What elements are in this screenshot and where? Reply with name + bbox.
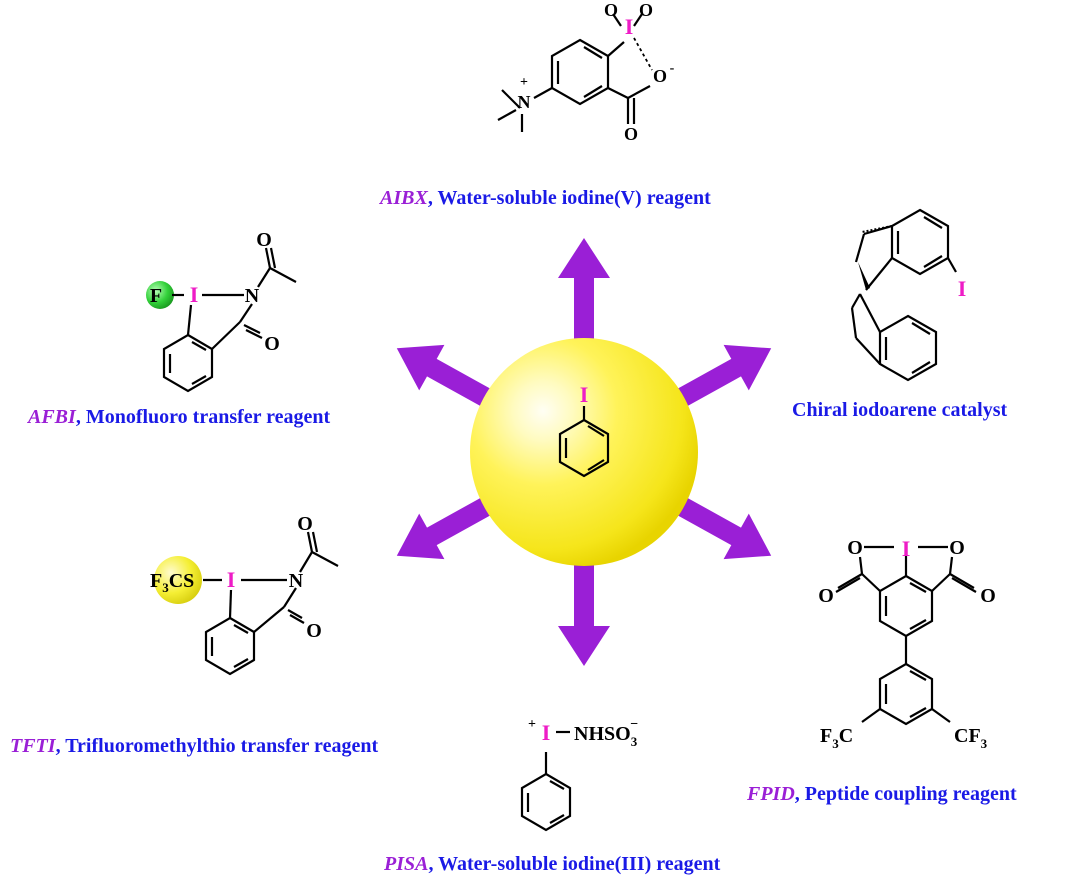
arrows — [396, 238, 772, 666]
afbi-oxygen-1: O — [264, 333, 280, 355]
caption-tfti-comma: , — [55, 735, 66, 757]
tfti-iodine: I — [227, 567, 236, 592]
arrow-lower-left — [396, 491, 502, 560]
caption-fpid-desc: Peptide coupling reagent — [804, 783, 1017, 805]
aibx-oxygen-1: O — [604, 0, 618, 20]
aibx-nitrogen: N — [518, 92, 531, 112]
arrow-down — [558, 552, 610, 666]
afbi-fluorine: F — [150, 285, 162, 307]
tfti-oxygen-2: O — [297, 513, 313, 535]
arrow-up — [558, 238, 610, 352]
caption-afbi-abbr: AFBI — [28, 406, 76, 428]
fluoro-ball — [146, 281, 174, 309]
aibx-oxygen-carbonyl: O — [624, 124, 638, 144]
aibx-oxygen-2: O — [639, 0, 653, 20]
arrow-upper-right — [666, 344, 772, 413]
fpid-oxygen-3: O — [818, 585, 834, 607]
caption-afbi-comma: , — [75, 406, 86, 428]
caption-tfti: TFTI, Trifluoromethylthio transfer reage… — [10, 734, 378, 758]
scf3-ball — [154, 556, 202, 604]
sphere-ball — [470, 338, 698, 566]
tfti-nitrogen: N — [289, 570, 304, 592]
fpid-f3c-label: F3C — [820, 725, 853, 751]
afbi-oxygen-2: O — [256, 229, 272, 251]
afbi-structure: F I N O O — [146, 229, 297, 393]
afbi-nitrogen: N — [245, 285, 260, 307]
caption-aibx-abbr: AIBX — [380, 187, 428, 209]
caption-tfti-abbr: TFTI — [10, 735, 56, 757]
tfti-scf3-label: F3CS — [150, 570, 194, 595]
iodobenzene-center — [558, 406, 610, 478]
arrow-lower-right — [666, 491, 772, 560]
aibx-plus-sign: + — [520, 75, 528, 90]
aibx-minus-sign: - — [670, 61, 675, 76]
caption-pisa: PISA, Water-soluble iodine(III) reagent — [384, 852, 720, 876]
caption-fpid-comma: , — [794, 783, 805, 805]
caption-aibx: AIBX, Water-soluble iodine(V) reagent — [380, 186, 711, 210]
chiral-iodoarene-structure: I — [850, 208, 967, 382]
caption-tfti-desc: Trifluoromethylthio transfer reagent — [65, 735, 379, 757]
caption-aibx-desc: Water-soluble iodine(V) reagent — [437, 187, 711, 209]
caption-fpid: FPID, Peptide coupling reagent — [747, 782, 1017, 806]
afbi-iodine: I — [190, 282, 199, 307]
center-iodine-label: I — [580, 382, 589, 407]
caption-chiral: Chiral iodoarene catalyst — [792, 398, 1007, 422]
tfti-structure: F3CS I N O O — [150, 513, 339, 676]
fpid-structure: I O O O O F3C CF3 — [818, 536, 996, 751]
fpid-iodine: I — [902, 536, 911, 561]
fpid-oxygen-4: O — [980, 585, 996, 607]
tfti-oxygen-1: O — [306, 620, 322, 642]
chiral-iodine: I — [958, 276, 967, 301]
pisa-plus-sign: + — [528, 717, 536, 732]
caption-fpid-abbr: FPID — [747, 783, 795, 805]
caption-pisa-desc: Water-soluble iodine(III) reagent — [438, 853, 721, 875]
aibx-structure: I O O O - O N + — [497, 0, 675, 144]
caption-chiral-desc: Chiral iodoarene catalyst — [792, 399, 1008, 421]
pisa-structure: + I NHSO3− — [520, 717, 638, 832]
caption-aibx-comma: , — [427, 187, 438, 209]
caption-afbi-desc: Monofluoro transfer reagent — [85, 406, 331, 428]
central-sphere: I — [470, 338, 698, 566]
fpid-oxygen-2: O — [949, 537, 965, 559]
fpid-cf3-label: CF3 — [954, 725, 988, 751]
caption-pisa-abbr: PISA — [384, 853, 429, 875]
caption-pisa-comma: , — [428, 853, 439, 875]
aibx-iodine: I — [625, 14, 634, 39]
caption-afbi: AFBI, Monofluoro transfer reagent — [28, 405, 330, 429]
fpid-oxygen-1: O — [847, 537, 863, 559]
aibx-oxygen-minus: O — [653, 66, 667, 86]
pisa-nhso3-label: NHSO3− — [574, 717, 638, 749]
arrow-upper-left — [396, 344, 502, 413]
pisa-iodine: I — [542, 720, 551, 745]
